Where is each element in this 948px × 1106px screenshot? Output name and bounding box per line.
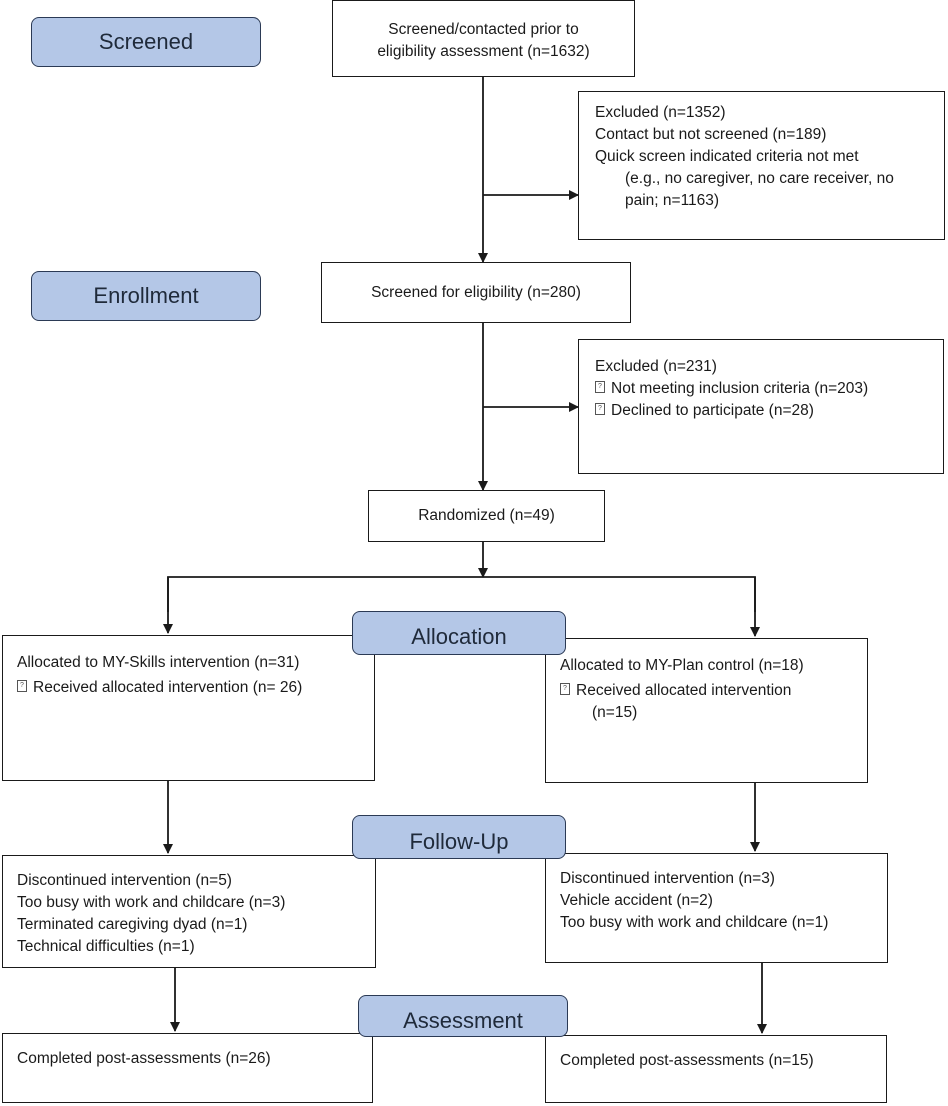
allocation-left-box: Allocated to MY-Skills intervention (n=3… bbox=[2, 635, 375, 781]
alloc-right-item-1-cont: (n=15) bbox=[592, 704, 638, 721]
followup-left-line-3: Terminated caregiving dyad (n=1) bbox=[17, 916, 248, 933]
assess-right-text: Completed post-assessments (n=15) bbox=[560, 1052, 814, 1069]
alloc-right-row: ? Received allocated intervention bbox=[560, 680, 867, 702]
followup-left-line-2: Too busy with work and childcare (n=3) bbox=[17, 894, 286, 911]
excluded-box-2: Excluded (n=231) ? Not meeting inclusion … bbox=[578, 339, 944, 474]
randomized-box: Randomized (n=49) bbox=[368, 490, 605, 542]
alloc-left-row: ? Received allocated intervention (n= 26) bbox=[17, 677, 374, 699]
followup-right-line-1: Discontinued intervention (n=3) bbox=[560, 870, 775, 887]
bullet-icon: ? bbox=[560, 682, 570, 695]
followup-right-box: Discontinued intervention (n=3) Vehicle … bbox=[545, 853, 888, 963]
followup-right-line-3: Too busy with work and childcare (n=1) bbox=[560, 914, 829, 931]
screened-line-2: eligibility assessment (n=1632) bbox=[377, 42, 590, 60]
excluded-1-item-2-detail-1: (e.g., no caregiver, no care receiver, n… bbox=[625, 170, 894, 187]
bullet-icon: ? bbox=[17, 679, 27, 692]
excluded-1-item-2: Quick screen indicated criteria not met bbox=[595, 148, 859, 165]
followup-left-box: Discontinued intervention (n=5) Too busy… bbox=[2, 855, 376, 968]
assessment-right-box: Completed post-assessments (n=15) bbox=[545, 1035, 887, 1103]
randomized-text: Randomized (n=49) bbox=[418, 507, 555, 524]
excluded-1-title: Excluded (n=1352) bbox=[595, 104, 726, 121]
bullet-icon: ? bbox=[595, 380, 605, 393]
alloc-right-title: Allocated to MY-Plan control (n=18) bbox=[560, 657, 804, 674]
alloc-right-item-1: Received allocated intervention bbox=[576, 682, 792, 699]
stage-label-screened: Screened bbox=[31, 17, 261, 67]
allocation-right-box: Allocated to MY-Plan control (n=18) ? Rec… bbox=[545, 638, 868, 783]
eligibility-text: Screened for eligibility (n=280) bbox=[371, 283, 581, 301]
split-line bbox=[167, 576, 756, 612]
bullet-icon: ? bbox=[595, 402, 605, 415]
excluded-2-title: Excluded (n=231) bbox=[595, 358, 717, 375]
followup-left-line-1: Discontinued intervention (n=5) bbox=[17, 872, 232, 889]
excluded-2-row-1: ? Not meeting inclusion criteria (n=203) bbox=[595, 378, 943, 400]
stage-label-follow-up: Follow-Up bbox=[352, 815, 566, 859]
stage-label-enrollment: Enrollment bbox=[31, 271, 261, 321]
assessment-left-box: Completed post-assessments (n=26) bbox=[2, 1033, 373, 1103]
alloc-left-item-1: Received allocated intervention (n= 26) bbox=[33, 679, 303, 696]
followup-left-line-4: Technical difficulties (n=1) bbox=[17, 938, 195, 955]
excluded-box-1: Excluded (n=1352) Contact but not screen… bbox=[578, 91, 945, 240]
excluded-1-item-2-detail-2: pain; n=1163) bbox=[625, 192, 720, 209]
excluded-2-item-1: Not meeting inclusion criteria (n=203) bbox=[611, 380, 869, 397]
excluded-2-row-2: ? Declined to participate (n=28) bbox=[595, 400, 943, 422]
alloc-left-title: Allocated to MY-Skills intervention (n=3… bbox=[17, 654, 300, 671]
stage-label-allocation: Allocation bbox=[352, 611, 566, 655]
stage-label-assessment: Assessment bbox=[358, 995, 568, 1037]
screened-line-1: Screened/contacted prior to bbox=[388, 20, 579, 38]
excluded-2-item-2: Declined to participate (n=28) bbox=[611, 402, 814, 419]
followup-right-line-2: Vehicle accident (n=2) bbox=[560, 892, 713, 909]
eligibility-box: Screened for eligibility (n=280) bbox=[321, 262, 631, 323]
screened-box: Screened/contacted prior to eligibility … bbox=[332, 0, 635, 77]
assess-left-text: Completed post-assessments (n=26) bbox=[17, 1050, 271, 1067]
excluded-1-item-1: Contact but not screened (n=189) bbox=[595, 126, 827, 143]
